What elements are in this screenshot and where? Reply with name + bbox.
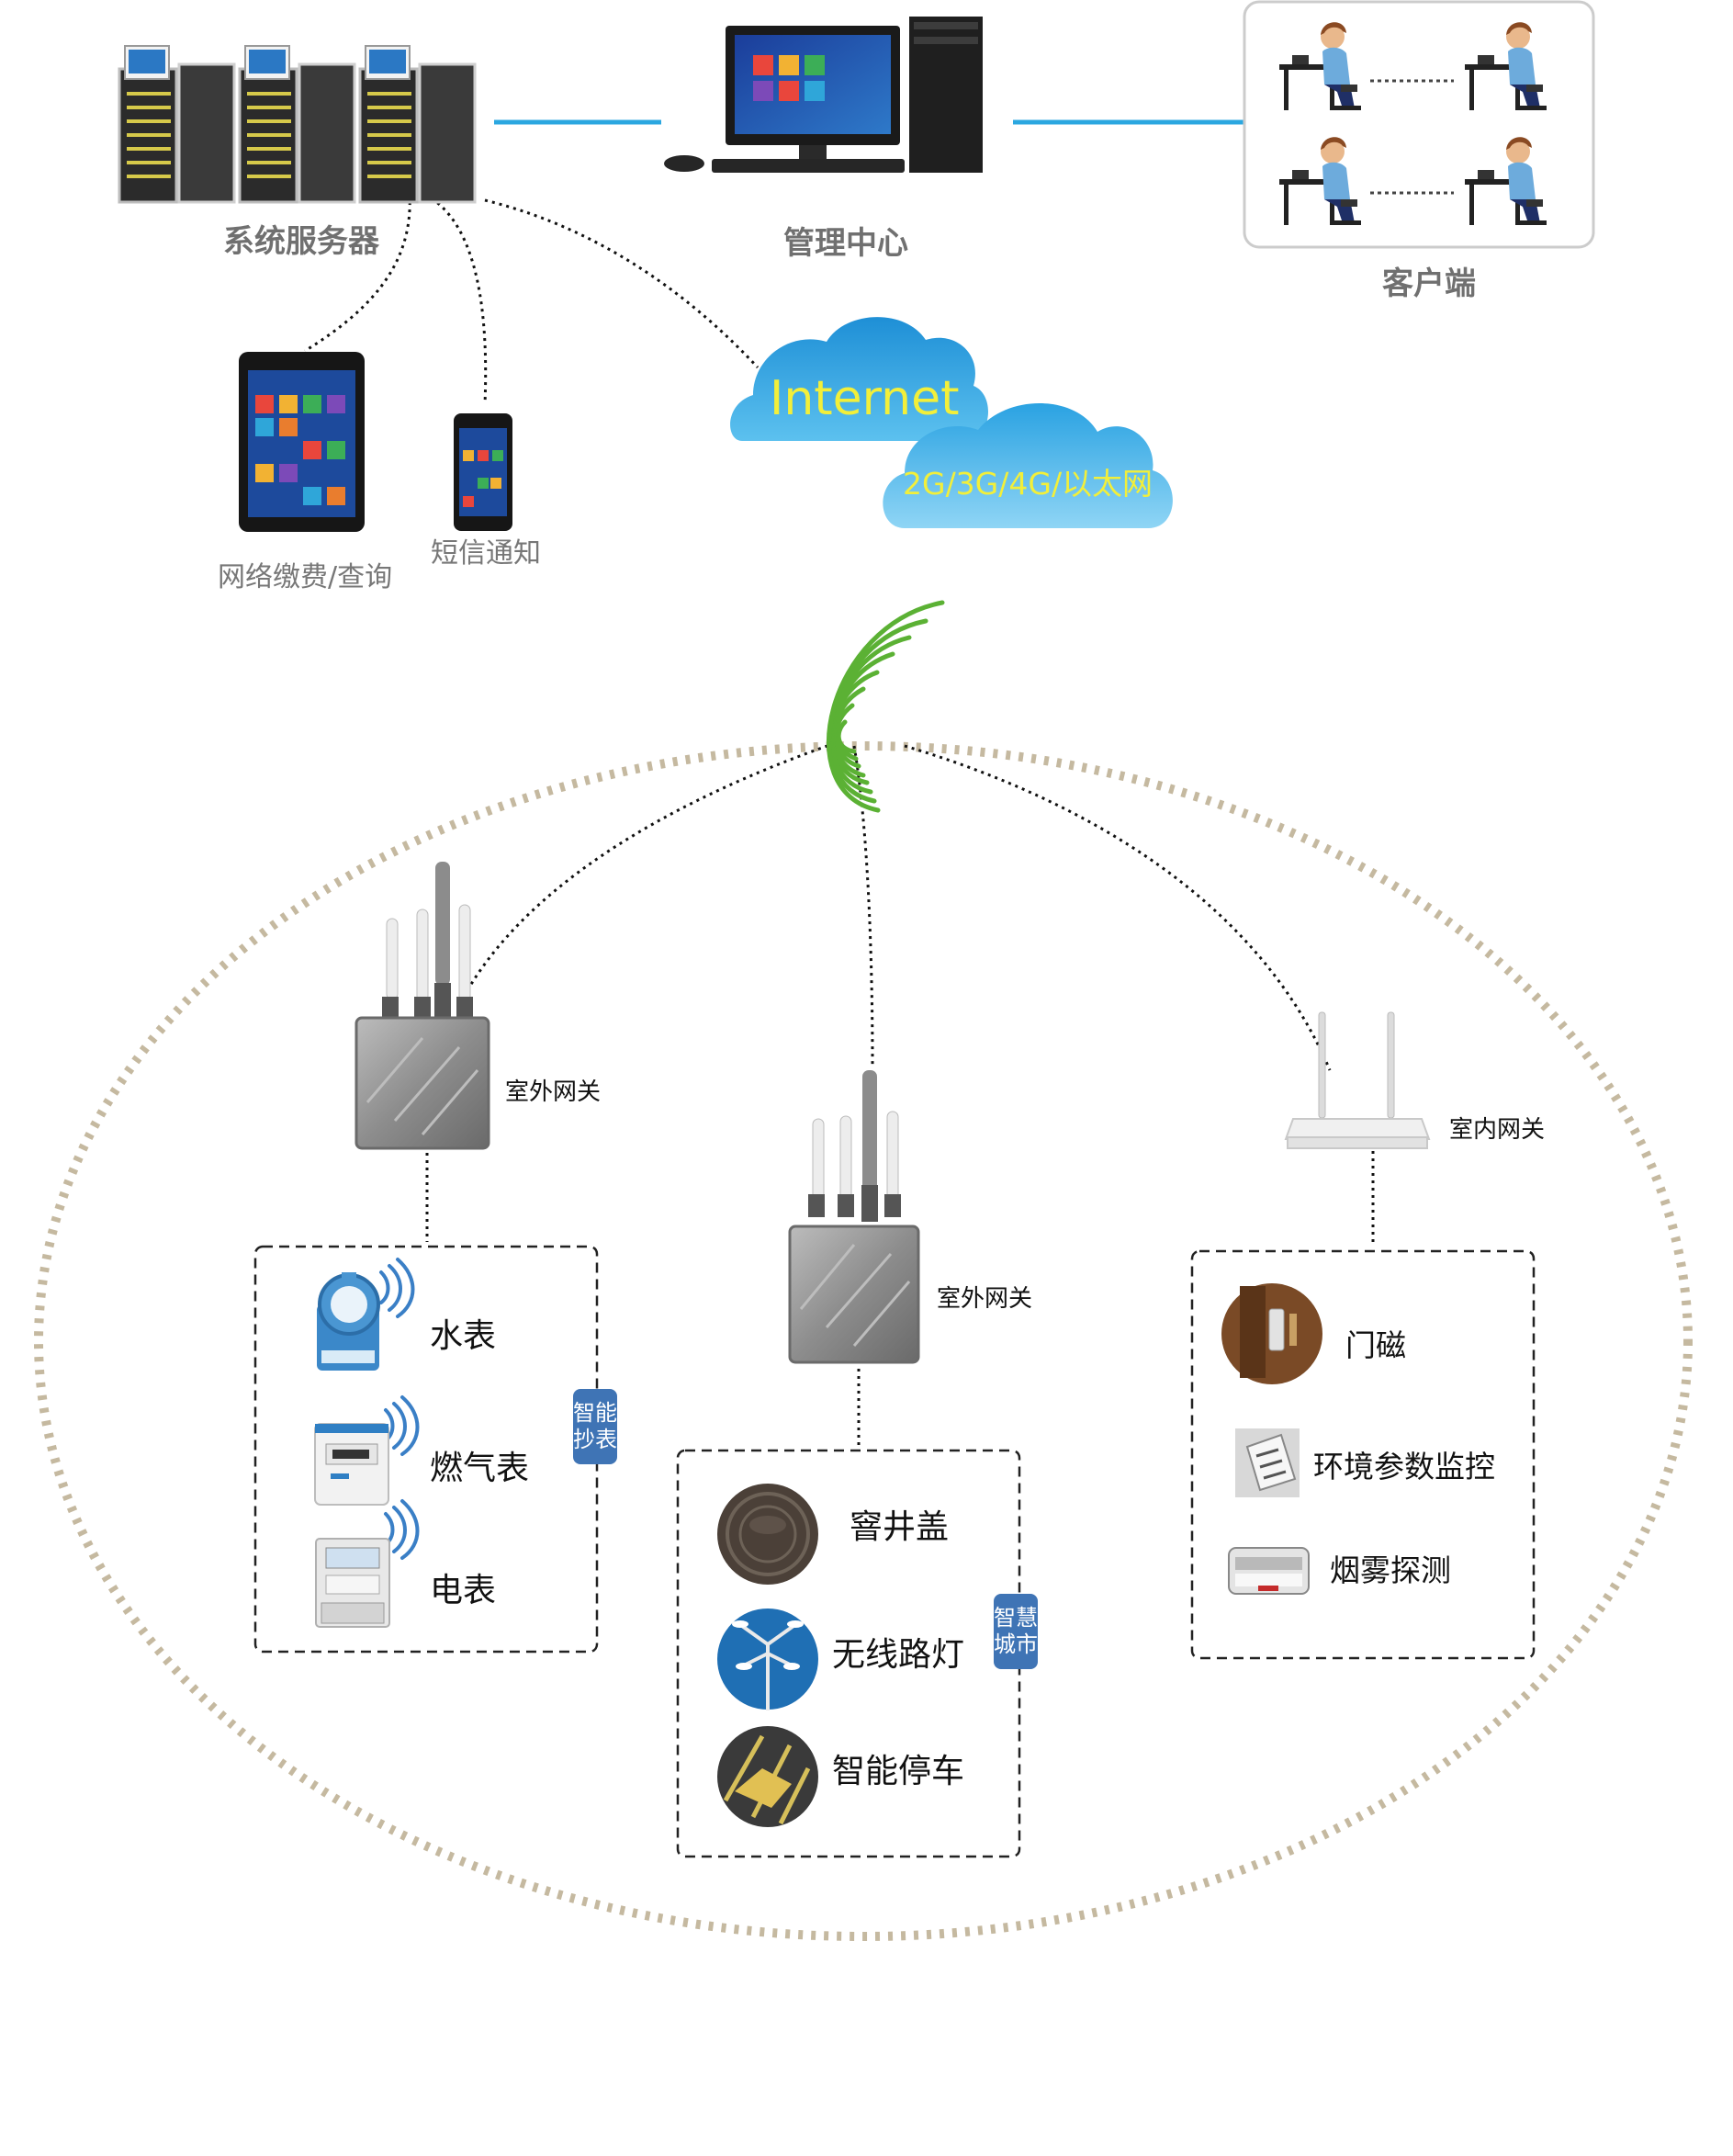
indoor-gateway-icon — [1284, 1011, 1431, 1149]
user-icons — [1279, 22, 1547, 225]
smart-city-tag: 智慧城市 — [994, 1594, 1038, 1669]
network-label: 2G/3G/4G/以太网 — [903, 466, 1153, 502]
outdoor-gateway-center-label: 室外网关 — [937, 1285, 1033, 1313]
internet-label: Internet — [770, 371, 960, 426]
client-frame — [1243, 0, 1595, 249]
internet-cloud — [730, 317, 989, 441]
server-icon — [118, 45, 477, 204]
mobile-network-cloud — [883, 403, 1173, 528]
phone-icon — [454, 413, 512, 531]
door-sensor-icon — [1221, 1283, 1322, 1384]
outdoor-gateway-left-icon — [354, 862, 490, 1150]
street-light-label: 无线路灯 — [832, 1636, 965, 1674]
water-meter-icon — [317, 1272, 380, 1371]
gas-meter-icon — [314, 1423, 389, 1506]
street-light-icon — [717, 1609, 818, 1710]
smoke-detection-label: 烟雾探测 — [1330, 1552, 1451, 1588]
manhole-cover-icon — [717, 1484, 818, 1585]
manhole-cover-label: 窨井盖 — [850, 1508, 950, 1546]
meter-reading-box — [253, 1245, 599, 1654]
parking-icon — [717, 1726, 818, 1827]
smart-parking-label: 智能停车 — [832, 1753, 965, 1790]
tablet-label: 网络缴费/查询 — [218, 561, 393, 593]
water-meter-label: 水表 — [430, 1317, 497, 1355]
environment-sensor-icon — [1235, 1428, 1300, 1497]
environment-monitor-label: 环境参数监控 — [1313, 1449, 1495, 1484]
client-label: 客户端 — [1382, 265, 1476, 302]
computer-icon — [664, 17, 983, 173]
tablet-icon — [239, 352, 365, 532]
phone-label: 短信通知 — [431, 537, 541, 570]
door-sensor-label: 门磁 — [1345, 1327, 1406, 1363]
smoke-detector-icon — [1228, 1547, 1310, 1595]
outdoor-gateway-left-label: 室外网关 — [505, 1078, 602, 1106]
electricity-meter-label: 电表 — [430, 1572, 497, 1609]
coverage-area-ellipse — [34, 741, 1693, 1941]
electricity-meter-icon — [315, 1538, 390, 1628]
indoor-box — [1190, 1249, 1536, 1660]
indoor-gateway-label: 室内网关 — [1449, 1116, 1546, 1144]
meter-reading-tag: 智能抄表 — [573, 1389, 617, 1464]
server-label: 系统服务器 — [223, 223, 379, 260]
meter-signal-icons — [379, 1258, 420, 1560]
wireless-signal-icon — [826, 600, 945, 813]
dotted-links — [304, 194, 1375, 1450]
outdoor-gateway-center-icon — [788, 1070, 920, 1364]
gas-meter-label: 燃气表 — [430, 1450, 530, 1487]
management-center-label: 管理中心 — [783, 225, 908, 262]
